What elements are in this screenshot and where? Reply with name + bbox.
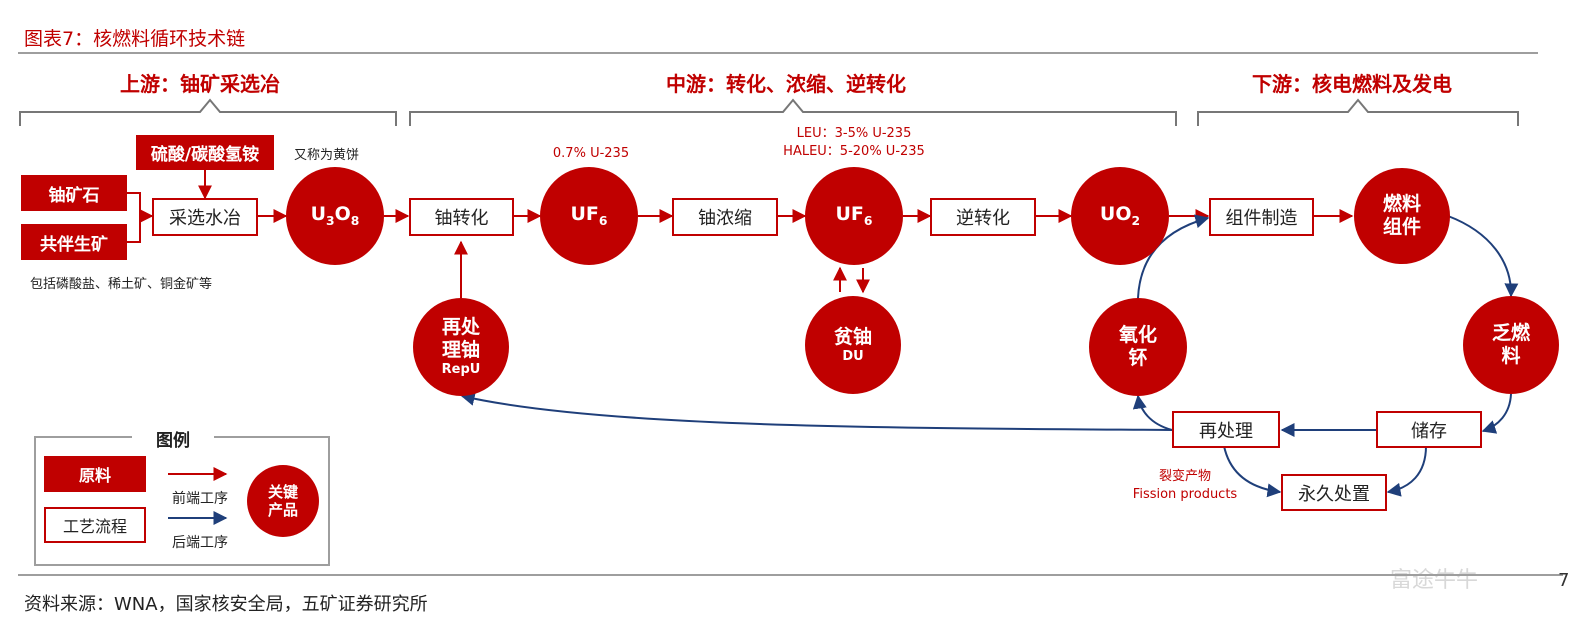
note-yellowcake: 又称为黄饼 [294,148,360,163]
connector-spentfuel-to-storage [1481,393,1512,434]
process-conversion: 铀转化 [409,198,514,236]
connector-reprocessing-to-plutonium [1132,394,1173,431]
product-uf6-enriched: UF6 [805,167,903,265]
legend-raw-material: 原料 [44,456,146,492]
process-milling: 采选水冶 [152,198,258,236]
legend-process-flow: 工艺流程 [44,507,146,543]
watermark-text: 富途牛牛 [1390,568,1479,593]
connector-assembly-to-spentfuel [1447,215,1519,298]
bracket-upstream [19,98,397,126]
product-depleted-uranium: 贫铀 DU [805,296,901,394]
bracket-midstream [409,98,1177,126]
bottom-divider [18,574,1563,576]
connector-reprocessing-to-disposal [1223,445,1282,498]
page-number: 7 [1558,570,1570,591]
raw-associated-ore: 共伴生矿 [21,224,127,260]
section-title-midstream: 中游：转化、浓缩、逆转化 [666,72,906,96]
figure-title: 图表7：核燃料循环技术链 [24,28,246,50]
product-u3o8: U3O8 [286,167,384,265]
legend-back-end-label: 后端工序 [172,535,228,551]
process-fabrication: 组件制造 [1209,198,1314,236]
note-leu-haleu: LEU：3-5% U-235 HALEU：5-20% U-235 [783,126,925,159]
product-fuel-assembly: 燃料 组件 [1354,168,1450,264]
legend-front-end-label: 前端工序 [172,491,228,507]
bracket-downstream [1197,98,1519,126]
legend-title: 图例 [132,426,214,451]
product-uo2: UO2 [1071,167,1169,265]
connector-storage-to-disposal [1386,445,1427,497]
product-uf6-natural: UF6 [540,167,638,265]
raw-acid-reagent: 硫酸/碳酸氢铵 [136,135,274,170]
connector-ore-to-milling [127,192,154,223]
process-reprocessing: 再处理 [1172,411,1280,448]
note-uf6-natural: 0.7% U-235 [552,146,630,161]
note-byproducts: 包括磷酸盐、稀土矿、铜金矿等 [30,277,213,292]
process-disposal: 永久处置 [1281,474,1387,511]
product-reprocessed-uranium: 再处 理铀 RepU [413,298,509,396]
section-title-downstream: 下游：核电燃料及发电 [1252,72,1452,96]
section-title-upstream: 上游：铀矿采选冶 [120,72,280,96]
legend-key-product: 关键 产品 [247,465,319,537]
note-fission-products: 裂变产物 Fission products [1132,469,1238,502]
process-enrichment: 铀浓缩 [672,198,778,236]
source-note: 资料来源：WNA，国家核安全局，五矿证券研究所 [24,594,428,615]
raw-uranium-ore: 铀矿石 [21,175,127,211]
product-spent-fuel: 乏燃 料 [1463,296,1559,394]
connector-associated-to-milling [127,216,141,243]
process-storage: 储存 [1376,411,1482,448]
connector-reprocessing-to-repu [460,392,1173,431]
top-divider [18,52,1538,54]
product-plutonium-oxide: 氧化 钚 [1089,298,1187,396]
process-deconversion: 逆转化 [930,198,1036,236]
